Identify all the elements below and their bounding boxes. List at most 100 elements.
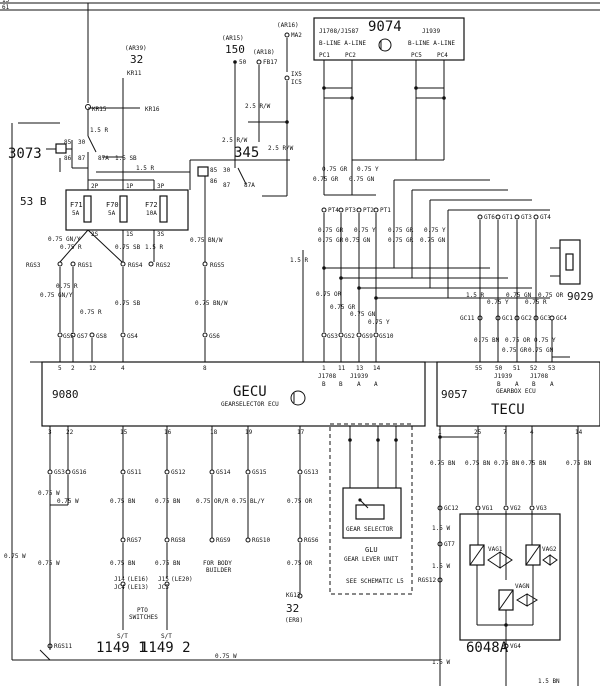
gear-selector-box: [342, 487, 402, 539]
wire-bn-b: 0.75 BN: [110, 498, 136, 505]
pin-345-30: 30: [223, 167, 231, 174]
tecu-name: TECU: [491, 402, 525, 418]
wire-bn-i: 0.75 BN: [521, 460, 547, 467]
wire-w-d: 0.75 W: [4, 553, 26, 560]
conn-gt6: GT6: [484, 214, 495, 221]
ecu-9074: [313, 17, 465, 61]
gear-selector-icon: [355, 504, 385, 520]
conn-gs3: GS3: [327, 333, 338, 340]
wire-1.5r-b: 1.5 R: [136, 165, 154, 172]
wire-gr-e: 0.75 GR: [388, 227, 414, 234]
pin-345-87a: 87A: [244, 182, 255, 189]
pin-87a: 87A: [98, 155, 109, 162]
fb17-label: FB17: [263, 59, 278, 66]
wire-or-a: 0.75 OR: [538, 292, 564, 299]
wire-r-d: 0.75 R: [525, 299, 547, 306]
conn-pt4: PT4: [328, 207, 339, 214]
pto-le13: (LE13): [127, 584, 149, 591]
gecu-bpin-15: 15: [120, 429, 128, 436]
tecu-ab-0: B: [497, 381, 501, 388]
pto-st-1: S/T: [117, 633, 128, 640]
wire-gr-c: 0.75 GR: [318, 227, 344, 234]
conn-rgs5: RGS5: [210, 262, 225, 269]
pto-jc5: JC5: [158, 584, 169, 591]
conn-rgs9: RGS9: [216, 537, 231, 544]
gecu-ab-3: A: [374, 381, 378, 388]
gecu-bpin-18: 18: [210, 429, 218, 436]
component-3073-label: 3073: [8, 146, 42, 162]
component-9057-label: 9057: [441, 388, 468, 401]
conn-pt3: PT3: [345, 207, 356, 214]
wire-bn-e: 0.75 BN: [155, 560, 181, 567]
wire-gr-g: 0.75 GR: [330, 304, 356, 311]
valve-vag1-icon: [487, 551, 513, 569]
wire-w-a: 0.75 W: [38, 490, 60, 497]
wire-w15-b: 1.5 W: [432, 563, 450, 570]
gecu-pin-1: 1: [322, 365, 326, 372]
wire-bn-h: 0.75 BN: [494, 460, 520, 467]
wire-r-b: 0.75 R: [56, 283, 78, 290]
wire-w-e: 0.75 W: [215, 653, 237, 660]
gecu-pin-2: 2: [71, 365, 75, 372]
wire-y-c: 0.75 Y: [424, 227, 446, 234]
wire-gn-f: 0.75 GN: [528, 347, 554, 354]
wire-y-e: 0.75 Y: [368, 319, 390, 326]
wire-gn-e: 0.75 GN: [350, 311, 376, 318]
wire-sb-a: 0.75 SB: [115, 244, 141, 251]
pin-87: 87: [78, 155, 86, 162]
fuse-f71-top: 2P: [91, 183, 99, 190]
tecu-j1708: J1708: [530, 373, 548, 380]
ecu9074-left-top: J1708/J1587: [319, 28, 359, 35]
pto-j14: J14: [114, 576, 125, 583]
wire-r15-c: 1.5 R: [145, 244, 163, 251]
component-9074-label: 9074: [368, 19, 402, 35]
pin-345-85: 85: [210, 167, 218, 174]
wire-sb-b: 0.75 SB: [115, 300, 141, 307]
fuse-f70-rating: 5A: [108, 210, 116, 217]
pto-le20: (LE20): [171, 576, 193, 583]
conn-gc1: GC1: [502, 315, 513, 322]
conn-rgs10: RGS10: [252, 537, 270, 544]
wire-w-c: 0.75 W: [38, 560, 60, 567]
wire-w15-a: 1.5 W: [432, 525, 450, 532]
kr16-label: KR16: [145, 106, 160, 113]
wire-1.5sb: 1.5 SB: [115, 155, 137, 162]
gecu-ab-1: B: [339, 381, 343, 388]
wire-or-e: 0.75 OR: [287, 560, 313, 567]
conn-gs6: GS6: [209, 333, 220, 340]
kr15-label: KR15: [92, 106, 107, 113]
fuse-f70-top: 1P: [126, 183, 134, 190]
ar15-label: (AR15): [222, 35, 244, 42]
conn-gs14: GS14: [216, 469, 231, 476]
component-1149-1-label: 1149 1: [96, 640, 147, 656]
ecu9074-right-top: J1939: [422, 28, 440, 35]
conn-rgs3: RGS3: [26, 262, 41, 269]
valve-vag1-label: VAG1: [488, 546, 503, 553]
pin-85: 85: [64, 139, 72, 146]
ecu9074-right-bottom: B-LINE A-LINE: [408, 40, 455, 47]
gecu-pin-13: 13: [356, 365, 364, 372]
fuse-f72-rating: 10A: [146, 210, 157, 217]
ref-32-top: 32: [130, 53, 143, 66]
conn-rgs11: RGS11: [54, 643, 72, 650]
wire-w-b: 0.75 W: [57, 498, 79, 505]
wire-gn-c: 0.75 GN: [420, 237, 446, 244]
wire-bnw-b: 0.75 BN/W: [195, 300, 228, 307]
pin-86: 86: [64, 155, 72, 162]
wire-gr-b: 0.75 GR: [313, 176, 339, 183]
gecu-bpin-17: 17: [297, 429, 305, 436]
pin-50: 50: [239, 59, 247, 66]
gecu-j1708: J1708: [318, 373, 336, 380]
fuse-f70-id: F70: [106, 201, 119, 209]
ecu9074-pin-pc2: PC2: [345, 52, 356, 59]
tecu-ab-3: A: [550, 381, 554, 388]
ecu9074-left-bottom: B-LINE A-LINE: [319, 40, 366, 47]
wire-r-a: 0.75 R: [60, 244, 82, 251]
wire-bn-c: 0.75 BN: [155, 498, 181, 505]
wire-y-b: 0.75 Y: [354, 227, 376, 234]
conn-gs13: GS13: [304, 469, 319, 476]
valve-vagn-label: VAGN: [515, 583, 530, 590]
conn-rgs8: RGS8: [171, 537, 186, 544]
wire-bn-d: 0.75 BN: [110, 560, 136, 567]
component-6048a-label: 6048A: [466, 640, 509, 656]
